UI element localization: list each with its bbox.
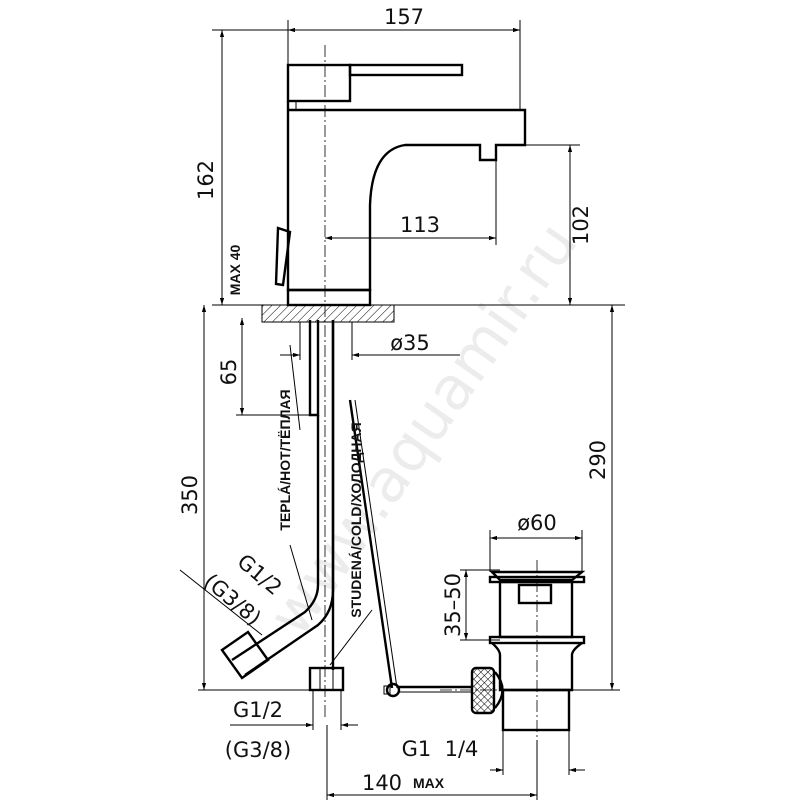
supply-hoses — [220, 320, 345, 692]
dim-spout-height: 102 — [569, 205, 593, 245]
dim-base-diameter: ø35 — [390, 331, 430, 355]
dim-tail-length: 65 — [217, 359, 241, 386]
dim-overall-height: 162 — [194, 160, 218, 200]
countertop — [261, 304, 395, 323]
dim-overall-width: 157 — [384, 5, 424, 29]
dim-rod-length: 140 — [362, 771, 402, 795]
pop-up-lever — [274, 226, 292, 287]
dim-max-deck: MAX 40 — [227, 245, 243, 296]
dim-waste-depth: 290 — [586, 440, 610, 480]
dim-hose-thread-2: G1/2 — [233, 698, 283, 722]
dim-waste-diameter: ø60 — [517, 511, 557, 535]
dim-spout-reach: 113 — [400, 213, 440, 237]
dim-rod-length-suffix: MAX — [413, 775, 445, 791]
dim-waste-thread: G1 1/4 — [402, 737, 479, 761]
faucet-body — [274, 45, 527, 720]
pop-up-rod — [348, 399, 472, 698]
dim-hose-thread-2-alt: (G3/8) — [225, 738, 291, 762]
hot-hose-nut — [220, 630, 270, 680]
label-hot: TEPLÁ/HOT/TЁПЛАЯ — [277, 389, 293, 530]
label-cold: STUDENÁ/COLD/ХОЛОДНАЯ — [348, 422, 364, 617]
dim-hose-length: 350 — [178, 475, 202, 515]
dimension-lines — [179, 20, 625, 800]
dim-waste-range: 35–50 — [441, 573, 465, 637]
